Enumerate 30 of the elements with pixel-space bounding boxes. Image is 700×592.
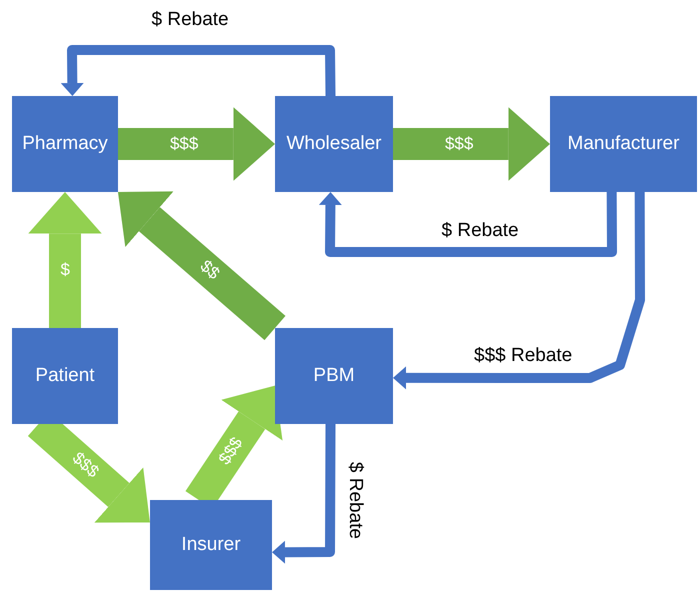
process-box — [150, 500, 272, 590]
process-box — [12, 328, 118, 424]
arrow — [272, 424, 336, 564]
process-box — [275, 328, 393, 424]
arrow — [393, 107, 550, 181]
edge-label: $$$ — [170, 134, 198, 154]
edge-label: $ Rebate — [442, 220, 519, 242]
edge-label: $$$ — [215, 434, 247, 469]
node-label: Manufacturer — [568, 133, 680, 155]
edge-label: $ Rebate — [152, 10, 229, 30]
process-box — [275, 96, 393, 192]
edge-label: $$$ — [444, 134, 474, 154]
process-box — [12, 96, 118, 192]
arrow — [118, 107, 275, 181]
arrow — [118, 191, 286, 340]
process-box — [550, 96, 697, 192]
arrow — [318, 192, 617, 257]
node-label: Insurer — [181, 534, 241, 556]
node-label: PBM — [313, 365, 355, 387]
arrow — [393, 192, 645, 390]
edge-label: $ Rebate — [344, 461, 364, 538]
edge-label: $$ — [196, 257, 222, 284]
edge-label: $$$ Rebate — [474, 346, 572, 366]
arrow — [28, 192, 102, 328]
edge-label: $$$ — [68, 448, 102, 482]
edge-label: $ — [60, 261, 70, 280]
node-label: Wholesaler — [286, 133, 382, 155]
arrow — [60, 45, 336, 96]
node-label: Pharmacy — [22, 133, 108, 155]
node-label: Patient — [35, 365, 95, 387]
